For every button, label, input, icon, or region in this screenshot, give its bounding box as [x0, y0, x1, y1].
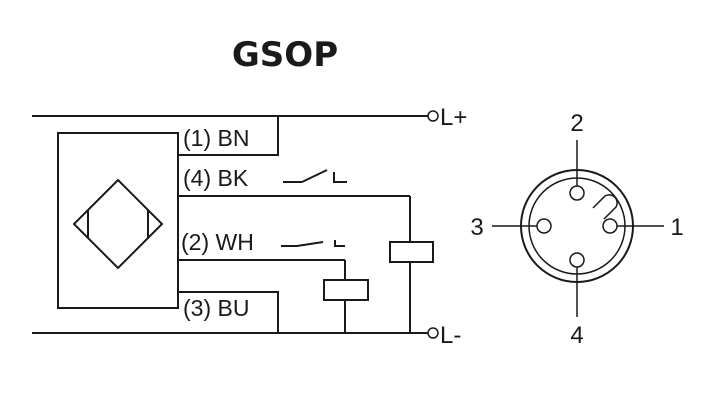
connector-coding-key [592, 194, 618, 220]
wire-wh-label: (2) WH [181, 229, 254, 255]
switch-bk [283, 169, 347, 183]
load-wh [323, 279, 369, 301]
wire-bn [178, 116, 279, 156]
pin-2 [569, 185, 585, 201]
wire-bk-label: (4) BK [183, 165, 249, 191]
connector-pinout: 2 4 3 1 [470, 110, 683, 349]
pin-1-label: 1 [670, 214, 683, 241]
pin-4-label: 4 [570, 322, 583, 349]
sensor-symbol [72, 178, 164, 270]
pin-2-label: 2 [570, 110, 583, 137]
wire-bu-label: (3) BU [183, 295, 249, 321]
diagram-title: GSOP [232, 35, 338, 75]
pin-1 [602, 218, 618, 234]
pin-3-label: 3 [470, 214, 483, 241]
connector-inner-ring [528, 177, 626, 275]
pin-3 [536, 218, 552, 234]
terminal-minus [427, 327, 439, 339]
switch-wh [281, 240, 345, 247]
load-bk [389, 241, 434, 263]
wire-bn-label: (1) BN [183, 125, 249, 151]
connector-outer-ring [520, 169, 634, 283]
terminal-plus-label: L+ [440, 104, 467, 131]
terminal-plus [427, 110, 439, 122]
terminal-minus-label: L- [440, 322, 461, 349]
pin-4 [569, 252, 585, 268]
wire-bu [178, 291, 279, 333]
sensor-housing [57, 132, 179, 309]
